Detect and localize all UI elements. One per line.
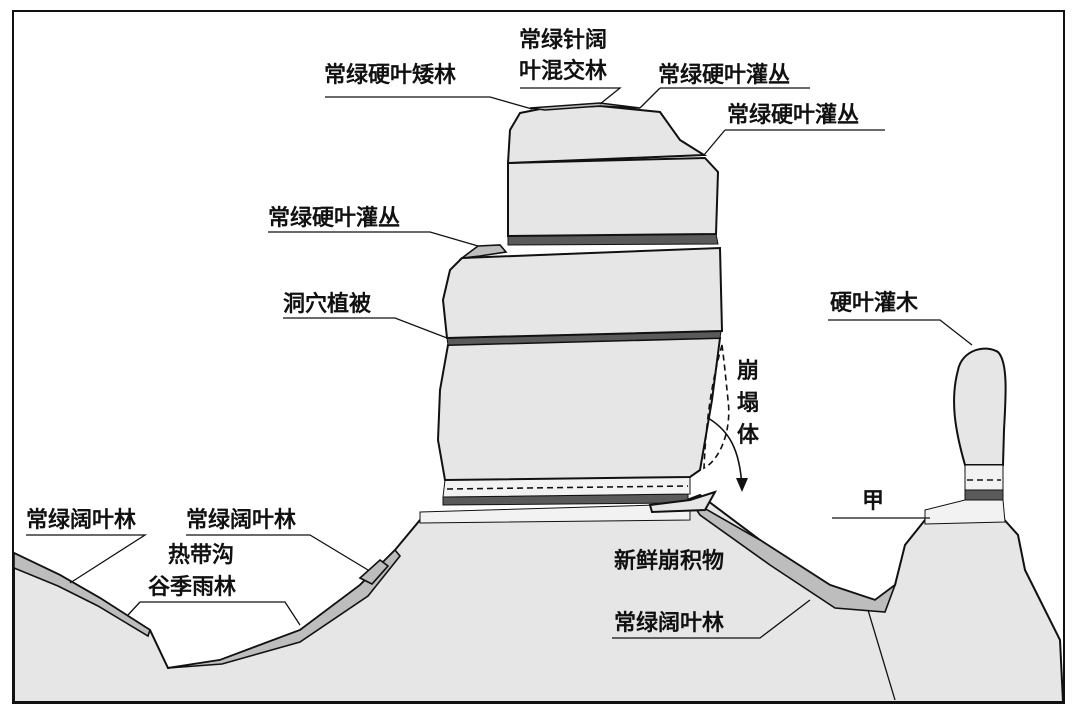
label-far-left-forest: 常绿阔叶林 [26, 507, 136, 533]
leader-right-upper-shrub [703, 129, 885, 156]
tower-upper-block [507, 156, 720, 238]
label-collapse-char3: 体 [737, 423, 760, 448]
pillar-strata-upper [964, 464, 1004, 491]
leader-pillar-shrub [828, 319, 973, 346]
label-summit-mixed-forest-line1: 常绿针阔 [519, 27, 607, 53]
label-marker-jia: 甲 [862, 489, 884, 514]
collapse-fallen-slab [648, 490, 718, 514]
veg-far-left-forest [13, 551, 151, 638]
tower-lower-block [436, 336, 722, 482]
veg-gully-floor [167, 548, 402, 669]
label-collapse-char1: 崩 [737, 359, 759, 384]
pillar-right [953, 347, 1007, 466]
leader-pillar-base [867, 609, 896, 701]
label-gully-forest-line1: 热带沟 [168, 542, 234, 568]
veg-summit-cap [529, 102, 641, 111]
label-right-upper-shrub: 常绿硬叶灌丛 [727, 102, 859, 128]
label-top-left-shrub-forest: 常绿硬叶矮林 [324, 62, 456, 88]
label-cave-vegetation: 洞穴植被 [283, 291, 372, 317]
label-summit-right-shrub: 常绿硬叶灌丛 [658, 62, 790, 88]
leader-cave-vegetation [283, 317, 448, 339]
leader-summit-mixed-forest [520, 87, 622, 105]
leader-bottom-right-forest [612, 599, 811, 639]
label-mid-left-forest: 常绿阔叶林 [186, 507, 296, 533]
tower-middle-block [441, 246, 724, 340]
veg-left-slope-patch [358, 558, 390, 585]
pillar-strata-lower [924, 499, 1006, 525]
leader-top-left-shrub-forest [325, 96, 533, 110]
leader-summit-right-shrub [639, 87, 810, 109]
leader-far-left-forest [26, 534, 148, 584]
collapse-arrowhead [736, 478, 748, 492]
veg-left-ledge-shrub [459, 244, 508, 260]
label-collapse-char2: 塌 [737, 391, 759, 416]
label-gully-forest-line2: 谷季雨林 [148, 575, 236, 600]
collapse-outline [703, 344, 730, 470]
leader-left-mid-shrub [268, 231, 479, 247]
pillar-dark-band [964, 489, 1004, 501]
leader-gully-forest [127, 601, 301, 626]
label-summit-mixed-forest-line2: 叶混交林 [519, 58, 607, 84]
tower-base-strata-lower [419, 503, 691, 524]
label-pillar-shrub: 硬叶灌木 [830, 290, 919, 316]
tower-base-dash-line [446, 485, 689, 490]
collapse-arrow [707, 417, 743, 489]
veg-right-slope-forest [689, 499, 897, 613]
label-fresh-debris: 新鲜崩积物 [614, 548, 724, 574]
label-left-mid-shrub: 常绿硬叶灌丛 [268, 205, 400, 231]
label-bottom-right-forest: 常绿阔叶林 [614, 610, 724, 636]
leader-mid-left-forest [186, 534, 369, 571]
